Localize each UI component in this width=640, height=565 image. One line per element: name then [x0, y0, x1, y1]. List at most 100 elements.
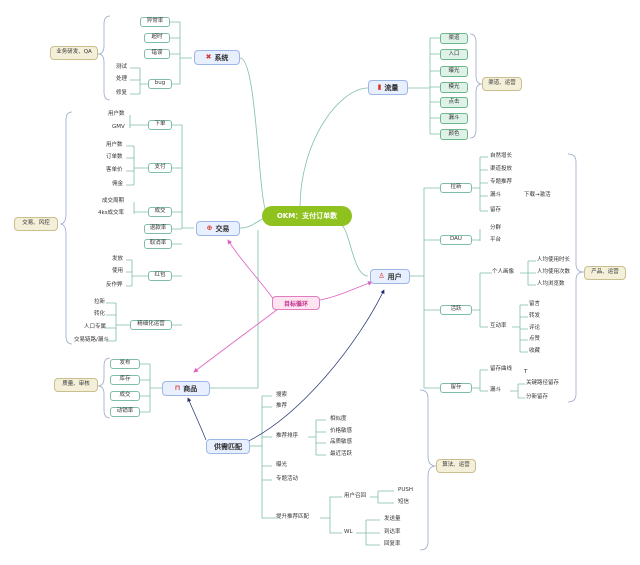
- trade-subitem[interactable]: GMV: [112, 124, 125, 130]
- trade-item-chengjiao[interactable]: 成交: [148, 207, 172, 217]
- user-subitem[interactable]: 人均浏览数: [537, 281, 565, 287]
- system-item[interactable]: 错误: [144, 49, 170, 59]
- traffic-item[interactable]: 曝光: [440, 66, 468, 77]
- supply-item[interactable]: 推荐排序: [276, 433, 299, 439]
- bug-child[interactable]: 修复: [116, 90, 128, 96]
- bug-child[interactable]: 处理: [116, 76, 128, 82]
- trade-subitem[interactable]: 使用: [112, 268, 124, 274]
- user-item-lake[interactable]: 拉新: [440, 183, 472, 193]
- trade-subitem[interactable]: 反作弊: [106, 282, 123, 288]
- sticker-label: 交易、风控: [22, 220, 50, 227]
- trade-item-xiadan[interactable]: 下单: [148, 120, 172, 130]
- user-item-dau[interactable]: DAU: [440, 235, 472, 245]
- trade-subitem[interactable]: 发放: [112, 256, 124, 262]
- trade-subitem[interactable]: 用户数: [108, 111, 125, 117]
- sticker-goods[interactable]: 质量、审核: [54, 378, 98, 392]
- supply-subitem[interactable]: 发送量: [384, 516, 401, 522]
- sticker-system[interactable]: 业务研发、QA: [50, 46, 98, 60]
- user-item-label: 拉新: [450, 184, 462, 191]
- user-item-retain[interactable]: 留存: [440, 383, 472, 393]
- user-subitem[interactable]: 下载→激活: [524, 192, 551, 198]
- trade-subitem[interactable]: 客单价: [106, 167, 123, 173]
- supply-subitem[interactable]: 短信: [398, 499, 410, 505]
- user-subitem[interactable]: 分群: [490, 225, 502, 231]
- user-subitem[interactable]: 专题推荐: [490, 179, 513, 185]
- goods-item[interactable]: 库存: [110, 375, 140, 385]
- supply-subitem[interactable]: 到达率: [384, 529, 401, 535]
- user-subitem[interactable]: 平台: [490, 237, 502, 243]
- user-subitem[interactable]: 自然增长: [490, 153, 513, 159]
- trade-subitem[interactable]: 成交周期: [102, 198, 125, 204]
- sticker-traffic[interactable]: 渠道、运营: [482, 77, 522, 91]
- branch-goods[interactable]: ⊓ 商品: [162, 381, 210, 396]
- supply-item[interactable]: 专题活动: [276, 476, 299, 482]
- supply-subitem[interactable]: WL: [344, 529, 353, 535]
- user-subitem[interactable]: 点赞: [529, 336, 541, 342]
- user-subitem[interactable]: 互动率: [490, 323, 507, 329]
- supply-item[interactable]: 曝光: [276, 462, 288, 468]
- supply-item[interactable]: 提升推荐匹配: [276, 514, 310, 520]
- trade-subitem[interactable]: 人口专属: [84, 324, 107, 330]
- trade-subitem[interactable]: 转化: [94, 311, 106, 317]
- bug-child[interactable]: 测试: [116, 64, 128, 70]
- user-subitem[interactable]: 转发: [529, 313, 541, 319]
- trade-item-tuikuan[interactable]: 退款率: [144, 224, 172, 234]
- user-subitem[interactable]: 留言: [529, 301, 541, 307]
- supply-subitem[interactable]: 回复率: [384, 541, 401, 547]
- trade-item-quxiao[interactable]: 取消率: [144, 239, 172, 249]
- branch-supply[interactable]: 供需匹配: [206, 439, 250, 454]
- branch-system[interactable]: ✖ 系统: [194, 50, 240, 65]
- supply-subitem[interactable]: 品质敏感: [330, 439, 353, 445]
- goods-item[interactable]: 动销率: [110, 407, 140, 417]
- trade-item-jingxi[interactable]: 精细化运营: [130, 320, 172, 330]
- supply-subitem[interactable]: 最近活跃: [330, 451, 353, 457]
- supply-subitem[interactable]: PUSH: [398, 487, 413, 493]
- sticker-user[interactable]: 产品、运营: [584, 266, 626, 280]
- traffic-item[interactable]: 模光: [440, 82, 468, 93]
- branch-user[interactable]: ♙ 用户: [370, 269, 410, 284]
- trade-subitem[interactable]: 订单数: [106, 154, 123, 160]
- supply-subitem[interactable]: 相似度: [330, 416, 347, 422]
- trade-subitem[interactable]: 拉新: [94, 299, 106, 305]
- branch-traffic[interactable]: ▮ 流量: [368, 80, 408, 95]
- goods-item[interactable]: 发布: [110, 359, 140, 369]
- supply-item[interactable]: 推荐: [276, 403, 288, 409]
- user-subitem[interactable]: T: [524, 369, 528, 375]
- system-item[interactable]: 超时: [144, 33, 170, 43]
- goods-item[interactable]: 成交: [110, 391, 140, 401]
- user-subitem[interactable]: 漏斗: [490, 387, 502, 393]
- supply-subitem[interactable]: 用户召回: [344, 493, 367, 499]
- system-item-bug[interactable]: bug: [148, 79, 172, 89]
- user-subitem[interactable]: 人均使用次数: [537, 269, 571, 275]
- user-subitem[interactable]: 留存: [490, 207, 502, 213]
- user-subitem[interactable]: 关键路径留存: [526, 380, 560, 386]
- traffic-item[interactable]: 渠道: [440, 33, 468, 44]
- trade-item-hongbao[interactable]: 红包: [148, 271, 172, 281]
- trade-item-zhifu[interactable]: 支付: [148, 163, 172, 173]
- supply-item[interactable]: 搜索: [276, 392, 288, 398]
- trade-subitem[interactable]: 佣金: [112, 181, 124, 187]
- branch-trade[interactable]: ⊕ 交易: [196, 221, 240, 236]
- user-subitem[interactable]: 分新留存: [526, 394, 549, 400]
- trade-subitem[interactable]: 交易链路/漏斗: [74, 337, 109, 343]
- goal-loop-node[interactable]: 目标循环: [272, 296, 320, 310]
- user-subitem[interactable]: 漏斗: [490, 192, 502, 198]
- supply-subitem[interactable]: 价格敏感: [330, 428, 353, 434]
- trade-subitem[interactable]: 用户数: [106, 142, 123, 148]
- sticker-supply[interactable]: 算法、运营: [436, 459, 476, 473]
- user-item-active[interactable]: 活跃: [440, 305, 472, 315]
- traffic-item[interactable]: 入口: [440, 49, 468, 60]
- system-item[interactable]: 异常率: [140, 17, 170, 27]
- center-topic[interactable]: OKM：支付订单数: [262, 206, 352, 226]
- user-subitem[interactable]: 个人画像: [492, 269, 515, 275]
- trade-subitem[interactable]: 4ks成交率: [98, 210, 125, 216]
- user-subitem[interactable]: 收藏: [529, 348, 541, 354]
- traffic-item[interactable]: 漏斗: [440, 113, 468, 124]
- traffic-item[interactable]: 点击: [440, 97, 468, 108]
- user-subitem[interactable]: 留存曲线: [490, 366, 513, 372]
- user-subitem[interactable]: 渠道投放: [490, 166, 513, 172]
- user-subitem[interactable]: 人均使用时长: [537, 257, 571, 263]
- traffic-item[interactable]: 颜色: [440, 129, 468, 140]
- user-subitem[interactable]: 评论: [529, 325, 541, 331]
- sticker-trade[interactable]: 交易、风控: [14, 217, 58, 231]
